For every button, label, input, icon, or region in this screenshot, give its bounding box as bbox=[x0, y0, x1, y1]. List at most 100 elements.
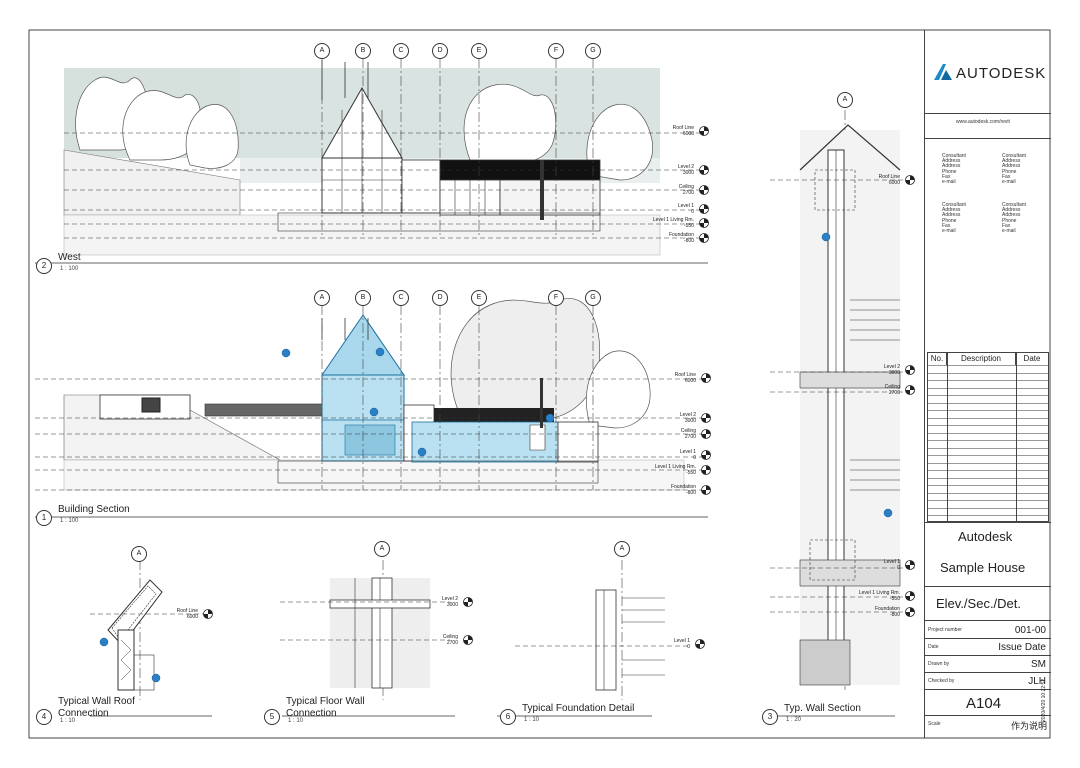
level-elevation: -800 bbox=[889, 612, 900, 618]
field-value: JLH bbox=[1028, 676, 1046, 687]
rev-row-line bbox=[928, 500, 1048, 501]
rev-row-line bbox=[928, 470, 1048, 471]
level-name: Foundation bbox=[874, 606, 900, 612]
project-owner: Autodesk bbox=[958, 529, 1013, 544]
level-elevation: 3000 bbox=[888, 370, 900, 376]
consultant-line: Phone bbox=[942, 168, 957, 175]
level-name: Level 1 Living Rm. bbox=[654, 464, 696, 470]
view-title-d3: Typ. Wall Section bbox=[784, 703, 861, 714]
grid-bubble-b: B bbox=[355, 290, 371, 306]
rev-row-line bbox=[928, 492, 1048, 494]
rev-row-line bbox=[928, 485, 1048, 486]
grid-bubble-c: C bbox=[393, 290, 409, 306]
rev-row-line bbox=[928, 387, 1048, 389]
level-name: Level 1 bbox=[883, 559, 900, 565]
detail-3-wall-section bbox=[770, 110, 915, 717]
view-number-d6: 6 bbox=[500, 709, 516, 725]
level-elevation: 6000 bbox=[684, 378, 696, 384]
level-elevation: -550 bbox=[889, 596, 900, 602]
timestamp: 2020/4/20 10:22:52 bbox=[1041, 678, 1047, 722]
level-elevation: 0 bbox=[897, 565, 900, 571]
level-elevation: 6000 bbox=[888, 180, 900, 186]
view-scale-d5: 1 : 10 bbox=[288, 718, 304, 724]
view-title-d4-line2: Connection bbox=[58, 708, 109, 719]
consultant-line: Address bbox=[942, 158, 961, 165]
view-scale-section: 1 : 100 bbox=[60, 518, 79, 524]
consultant-line: e-mail bbox=[1002, 228, 1016, 235]
rev-row-line bbox=[928, 440, 1048, 441]
rev-row-line bbox=[928, 425, 1048, 426]
rev-row-line bbox=[928, 372, 1048, 374]
consultant-line: Phone bbox=[1002, 217, 1017, 224]
rev-row-line bbox=[928, 462, 1048, 464]
level-elevation: 0 bbox=[693, 455, 696, 461]
consultant-line: e-mail bbox=[942, 179, 956, 186]
grid-bubble-g: G bbox=[585, 43, 601, 59]
rev-row-line bbox=[928, 380, 1048, 381]
grid-bubble-a: A bbox=[614, 541, 630, 557]
level-name: Ceiling bbox=[678, 184, 694, 190]
view-title-d5-line2: Connection bbox=[286, 708, 337, 719]
level-name: Level 2 bbox=[677, 164, 694, 170]
view-scale-west: 1 : 100 bbox=[60, 266, 79, 272]
rev-row-line bbox=[928, 515, 1048, 516]
grid-bubble-a: A bbox=[131, 546, 147, 562]
level-elevation: 6000 bbox=[682, 131, 694, 137]
title-block bbox=[924, 30, 1051, 738]
level-elevation: 0 bbox=[687, 644, 690, 650]
consultant-line: Address bbox=[942, 163, 961, 170]
field-value: SM bbox=[1031, 659, 1046, 670]
level-elevation: -550 bbox=[685, 470, 696, 476]
view-title-west: West bbox=[58, 252, 81, 263]
level-name: Level 1 Living Rm. bbox=[652, 217, 694, 223]
view-title-d6: Typical Foundation Detail bbox=[522, 703, 635, 714]
view-number-d4: 4 bbox=[36, 709, 52, 725]
level-elevation: 2700 bbox=[684, 434, 696, 440]
rev-row-line bbox=[928, 365, 1048, 366]
view-scale-d3: 1 : 20 bbox=[786, 717, 802, 723]
autodesk-logo-icon bbox=[934, 64, 952, 80]
view-number-d3: 3 bbox=[762, 709, 778, 725]
level-heads bbox=[203, 126, 915, 649]
consultant-line: e-mail bbox=[1002, 179, 1016, 186]
level-name: Level 1 bbox=[673, 638, 690, 644]
building-section bbox=[35, 298, 710, 518]
view-title-section: Building Section bbox=[58, 504, 130, 515]
consultant-line: Phone bbox=[1002, 168, 1017, 175]
level-name: Foundation bbox=[668, 232, 694, 238]
field-value: Issue Date bbox=[998, 642, 1046, 653]
rev-row-line bbox=[928, 402, 1048, 404]
level-elevation: 0 bbox=[691, 209, 694, 215]
rev-header-date: Date bbox=[1023, 354, 1041, 363]
scale-label: Scale bbox=[928, 721, 941, 727]
consultant-line: Fax bbox=[942, 173, 951, 180]
level-elevation: 2700 bbox=[888, 390, 900, 396]
grid-bubble-a: A bbox=[837, 92, 853, 108]
level-name: Roof Line bbox=[176, 608, 198, 614]
detail-6-foundation bbox=[497, 560, 690, 717]
level-elevation: 2700 bbox=[446, 640, 458, 646]
rev-col-line bbox=[1016, 353, 1017, 521]
revision-table: No. Description Date bbox=[927, 352, 1049, 522]
level-name: Level 1 bbox=[677, 203, 694, 209]
rev-row-line bbox=[928, 395, 1048, 396]
rev-row-line bbox=[928, 447, 1048, 449]
grid-bubble-b: B bbox=[355, 43, 371, 59]
view-scale-d6: 1 : 10 bbox=[524, 717, 540, 723]
consultant-line: Fax bbox=[1002, 222, 1011, 229]
grid-bubble-e: E bbox=[471, 43, 487, 59]
consultant-line: Consultant bbox=[1002, 202, 1026, 208]
level-label: Foundation-800 bbox=[875, 606, 900, 618]
consultant-line: Consultant bbox=[1002, 153, 1026, 159]
scale-value: 作为说明 bbox=[1011, 721, 1048, 731]
